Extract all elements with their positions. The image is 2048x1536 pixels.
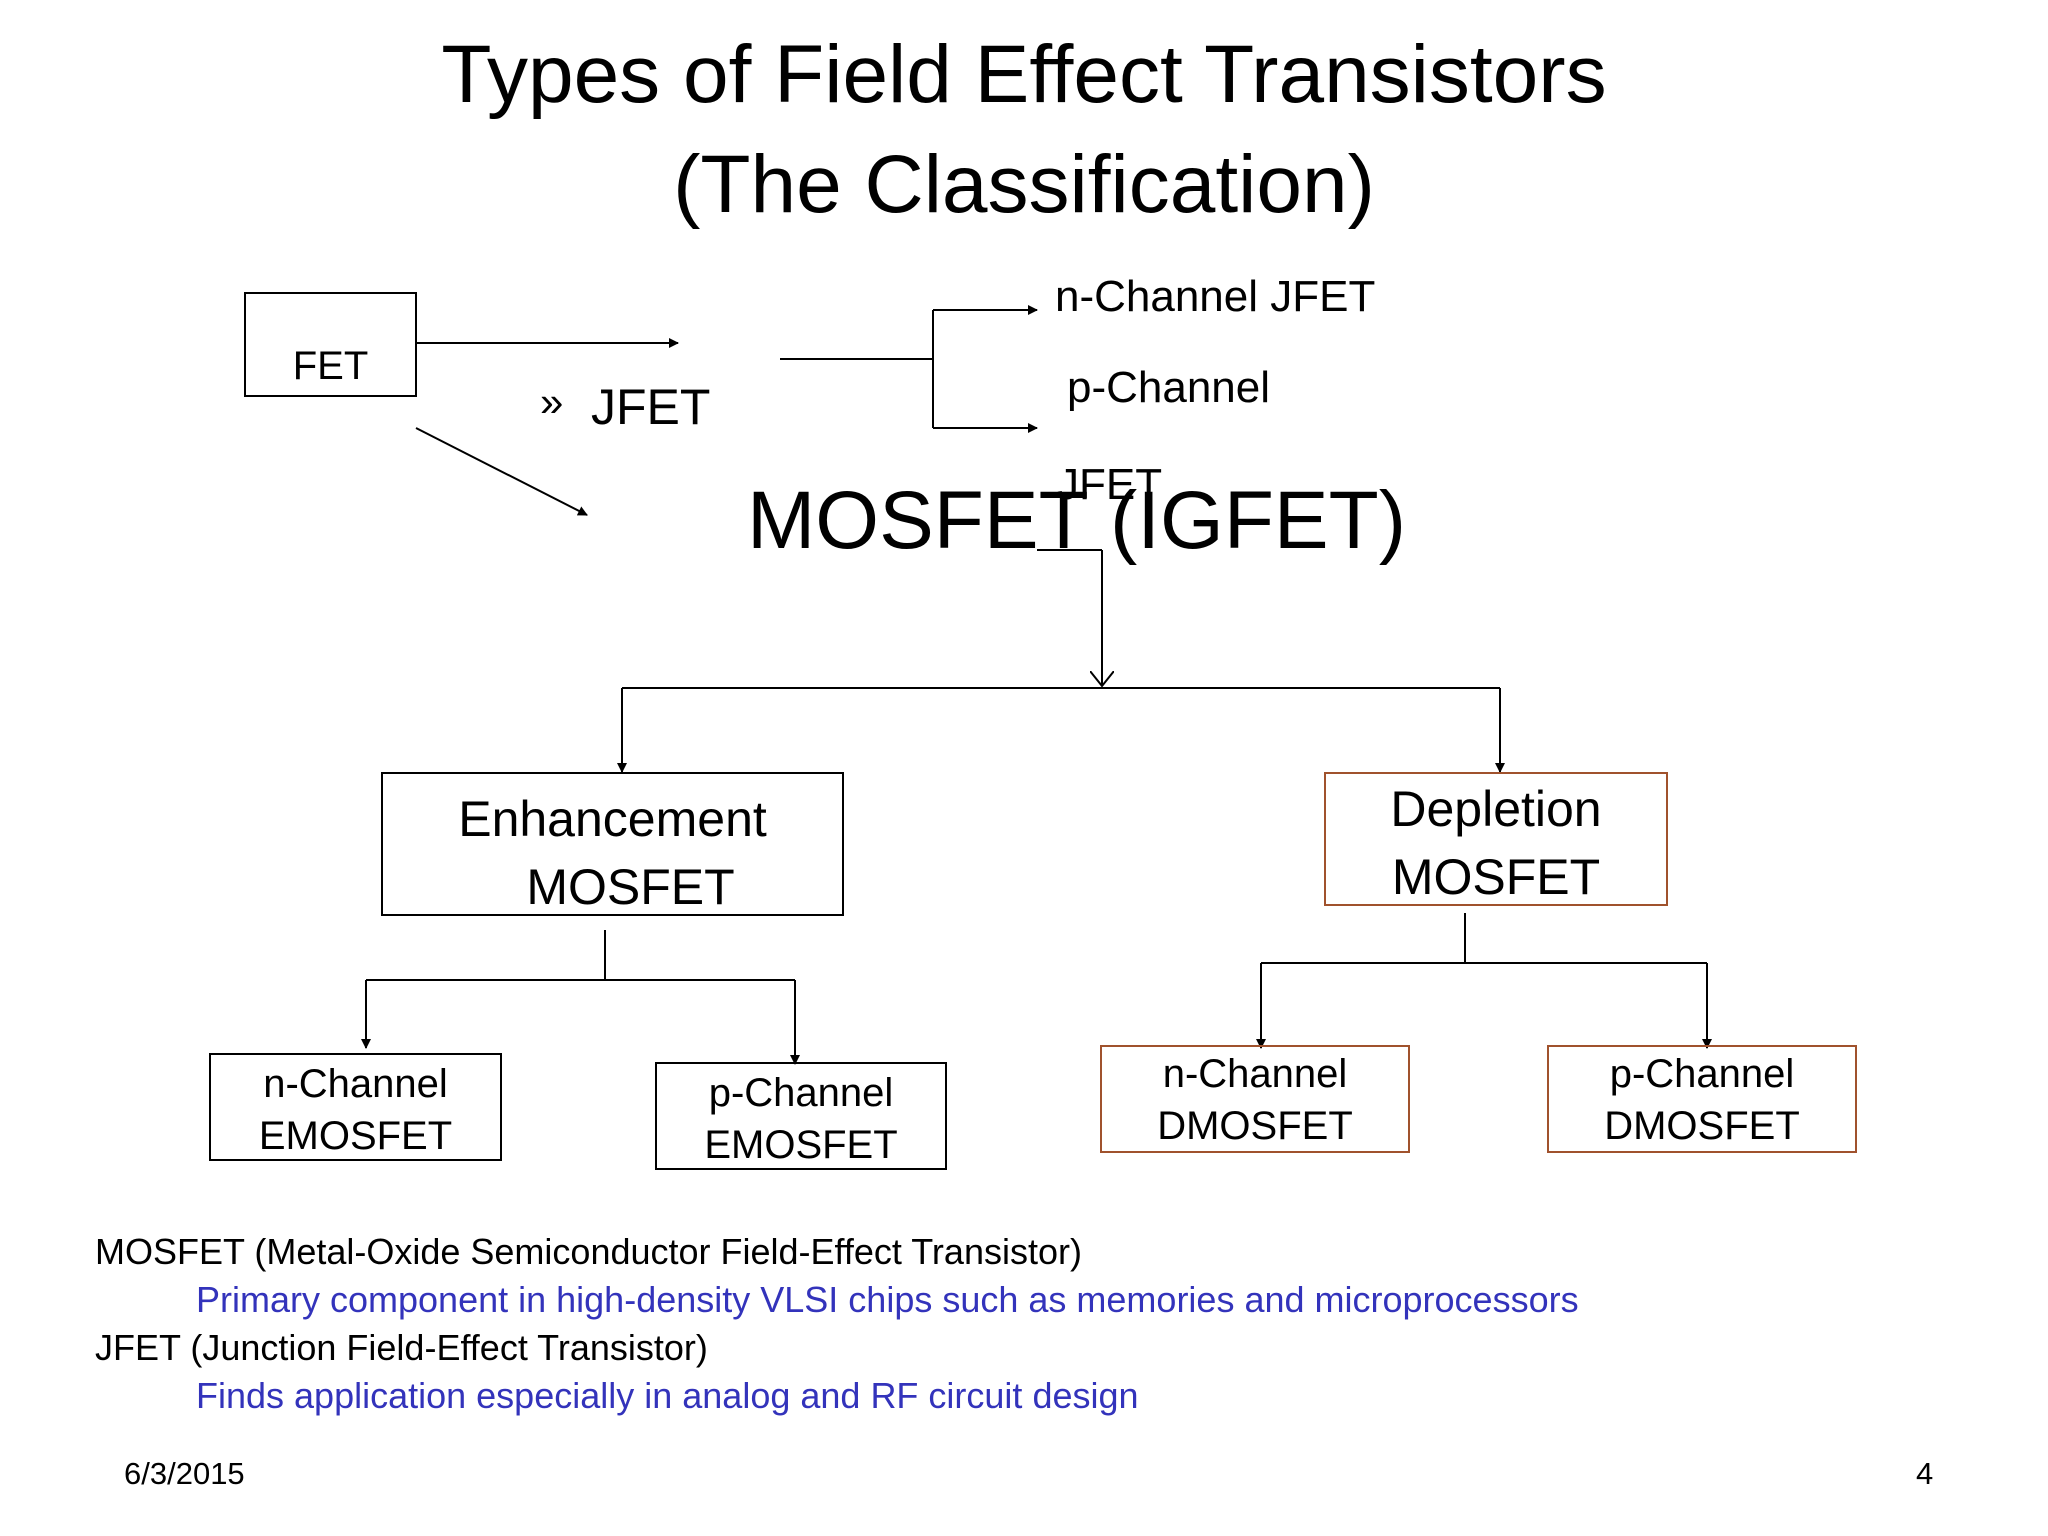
- n-emosfet-line2: EMOSFET: [258, 1114, 453, 1158]
- n-emosfet-line1: n-Channel: [263, 1062, 448, 1106]
- mosfet-label: MOSFET (IGFET): [747, 475, 1407, 566]
- enhancement-label-line1: Enhancement: [458, 791, 767, 847]
- n-dmosfet-line2: DMOSFET: [1157, 1104, 1353, 1148]
- enhancement-label-line2: MOSFET: [526, 859, 735, 915]
- fet-label: FET: [292, 344, 369, 388]
- jfet-label: JFET: [591, 379, 711, 435]
- p-dmosfet-line2: DMOSFET: [1604, 1104, 1800, 1148]
- note-jfet-definition: JFET (Junction Field-Effect Transistor): [95, 1327, 708, 1368]
- footer-date: 6/3/2015: [124, 1456, 245, 1491]
- jfet-bullet: »: [540, 378, 564, 425]
- note-mosfet-usage: Primary component in high-density VLSI c…: [196, 1279, 1579, 1320]
- p-channel-jfet-label-line2: JFET: [1057, 460, 1163, 509]
- note-jfet-usage: Finds application especially in analog a…: [196, 1375, 1139, 1416]
- depletion-label-line2: MOSFET: [1391, 849, 1601, 905]
- n-dmosfet-line1: n-Channel: [1162, 1052, 1348, 1096]
- p-channel-jfet-label: p-Channel: [1067, 363, 1271, 412]
- p-dmosfet-line1: p-Channel: [1609, 1052, 1795, 1096]
- depletion-mosfet-box: Depletion MOSFET: [1324, 772, 1668, 906]
- footer-page-number: 4: [1916, 1456, 1934, 1491]
- note-mosfet-definition: MOSFET (Metal-Oxide Semiconductor Field-…: [95, 1231, 1082, 1272]
- p-channel-dmosfet-box: p-Channel DMOSFET: [1547, 1045, 1857, 1153]
- depletion-label-line1: Depletion: [1390, 781, 1602, 837]
- arrow-fet-to-mosfet: [415, 427, 588, 516]
- n-channel-emosfet-box: n-Channel EMOSFET: [209, 1053, 502, 1161]
- n-channel-dmosfet-box: n-Channel DMOSFET: [1100, 1045, 1410, 1153]
- p-emosfet-line2: EMOSFET: [704, 1123, 898, 1167]
- fet-box: FET: [244, 292, 417, 397]
- p-emosfet-line1: p-Channel: [708, 1071, 894, 1115]
- enhancement-mosfet-box: Enhancement MOSFET: [381, 772, 844, 916]
- slide-title-line2: (The Classification): [673, 139, 1375, 230]
- slide-title-line1: Types of Field Effect Transistors: [441, 29, 1607, 120]
- p-channel-emosfet-box: p-Channel EMOSFET: [655, 1062, 947, 1170]
- n-channel-jfet-label: n-Channel JFET: [1055, 272, 1376, 321]
